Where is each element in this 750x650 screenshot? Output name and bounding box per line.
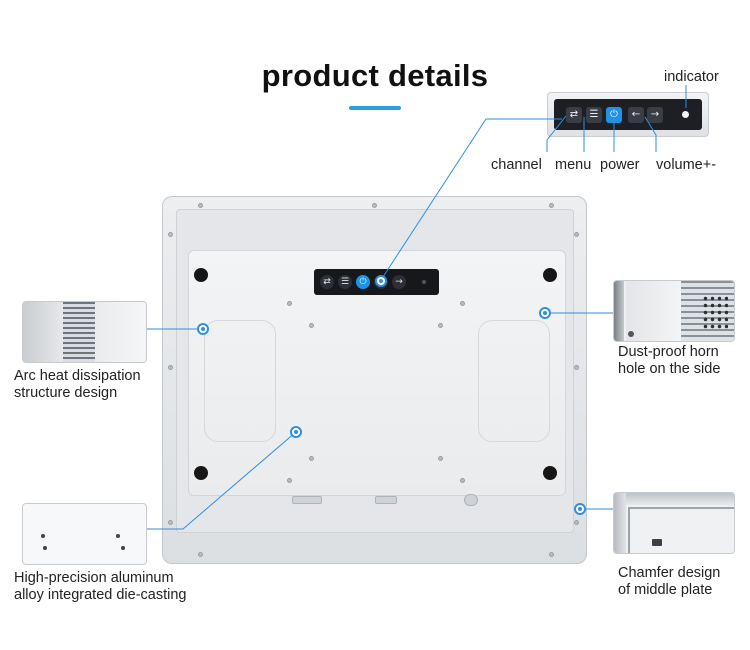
rubber-foot: [543, 466, 557, 480]
menu-list-icon: ☰: [586, 107, 602, 123]
mount-hole: [287, 301, 292, 306]
port-power: [464, 494, 478, 506]
swap-arrows-icon: ⇄: [566, 107, 582, 123]
power-label: power: [600, 157, 640, 173]
screw-icon: [168, 232, 173, 237]
arc-heat-label: Arc heat dissipation structure design: [14, 368, 141, 401]
volume-label: volume+-: [656, 157, 717, 173]
rubber-foot: [543, 268, 557, 282]
callout-marker: [574, 503, 586, 515]
indicator-light-icon: [682, 111, 689, 118]
back-pad-right: [478, 320, 550, 442]
callout-marker: [539, 307, 551, 319]
callout-marker: [197, 323, 209, 335]
mount-hole: [438, 456, 443, 461]
mount-hole: [460, 478, 465, 483]
heat-dissipation-inset: [22, 301, 147, 363]
menu-label: menu: [555, 157, 592, 173]
rubber-foot: [194, 268, 208, 282]
chamfer-label: Chamfer design of middle plate: [618, 565, 721, 598]
screw-icon: [549, 552, 554, 557]
callout-marker: [375, 275, 387, 287]
dust-proof-label: Dust-proof horn hole on the side: [618, 344, 721, 377]
back-pad-left: [204, 320, 276, 442]
page-title: product details: [261, 58, 489, 93]
power-icon: ⏻: [356, 275, 370, 289]
screw-icon: [549, 203, 554, 208]
callout-marker: [290, 426, 302, 438]
screw-icon: [574, 232, 579, 237]
control-panel-strip: ⇄ ☰ ⏻ ← →: [554, 99, 702, 130]
arrow-right-icon: →: [392, 275, 406, 289]
screw-icon: [574, 520, 579, 525]
aluminum-label: High-precision aluminum alloy integrated…: [14, 570, 187, 603]
title-underline: [349, 106, 401, 110]
chamfer-inset: [613, 492, 735, 554]
mount-hole: [287, 478, 292, 483]
mount-hole: [309, 456, 314, 461]
port-vga: [292, 496, 322, 504]
screw-icon: [198, 203, 203, 208]
menu-list-icon: ☰: [338, 275, 352, 289]
arrow-left-icon: ←: [628, 107, 644, 123]
screw-icon: [574, 365, 579, 370]
indicator-led: [422, 280, 426, 284]
channel-label: channel: [491, 157, 542, 173]
indicator-label: indicator: [664, 69, 719, 85]
power-icon: ⏻: [606, 107, 622, 123]
screw-icon: [372, 203, 377, 208]
mount-hole: [460, 301, 465, 306]
mount-hole: [438, 323, 443, 328]
swap-arrows-icon: ⇄: [320, 275, 334, 289]
screw-icon: [198, 552, 203, 557]
port-usb: [375, 496, 397, 504]
rubber-foot: [194, 466, 208, 480]
horn-hole-inset: [613, 280, 735, 342]
mount-hole: [309, 323, 314, 328]
arrow-right-icon: →: [647, 107, 663, 123]
screw-icon: [168, 520, 173, 525]
screw-icon: [168, 365, 173, 370]
aluminum-casting-inset: [22, 503, 147, 565]
